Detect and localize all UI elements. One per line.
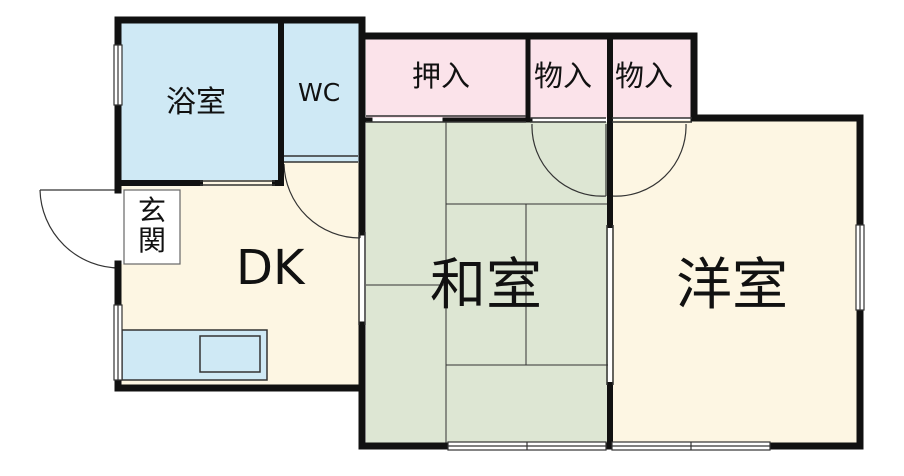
closet-2-label: 物入 (615, 59, 674, 93)
closet-1-label: 物入 (534, 59, 593, 93)
sliding-doors (200, 115, 692, 385)
closet-2 (612, 38, 692, 118)
wc-room (284, 22, 360, 162)
bath-room (120, 22, 278, 180)
walls (114, 16, 864, 450)
entrance-label-char-2: 関 (137, 224, 166, 258)
washitsu-room (366, 122, 608, 444)
tatami-lines (366, 122, 608, 444)
youshitsu-label: 洋室 (676, 253, 788, 318)
bath-label: 浴室 (166, 85, 226, 120)
windows (113, 44, 865, 451)
dk-label: DK (236, 240, 305, 296)
entrance-area (120, 190, 180, 264)
youshitsu-room (612, 120, 857, 444)
entrance-label-char-1: 玄 (137, 194, 166, 227)
kitchen-sink-icon (199, 335, 261, 373)
entrance-box (123, 189, 181, 265)
wc-label: WC (298, 78, 341, 107)
washitsu-label: 和室 (430, 253, 542, 318)
dk-room-upper-right (284, 162, 360, 192)
oshiire-closet (366, 38, 526, 118)
oshiire-label: 押入 (412, 59, 471, 93)
entrance-label: 玄 関 (136, 194, 168, 258)
closet-1 (530, 38, 608, 118)
